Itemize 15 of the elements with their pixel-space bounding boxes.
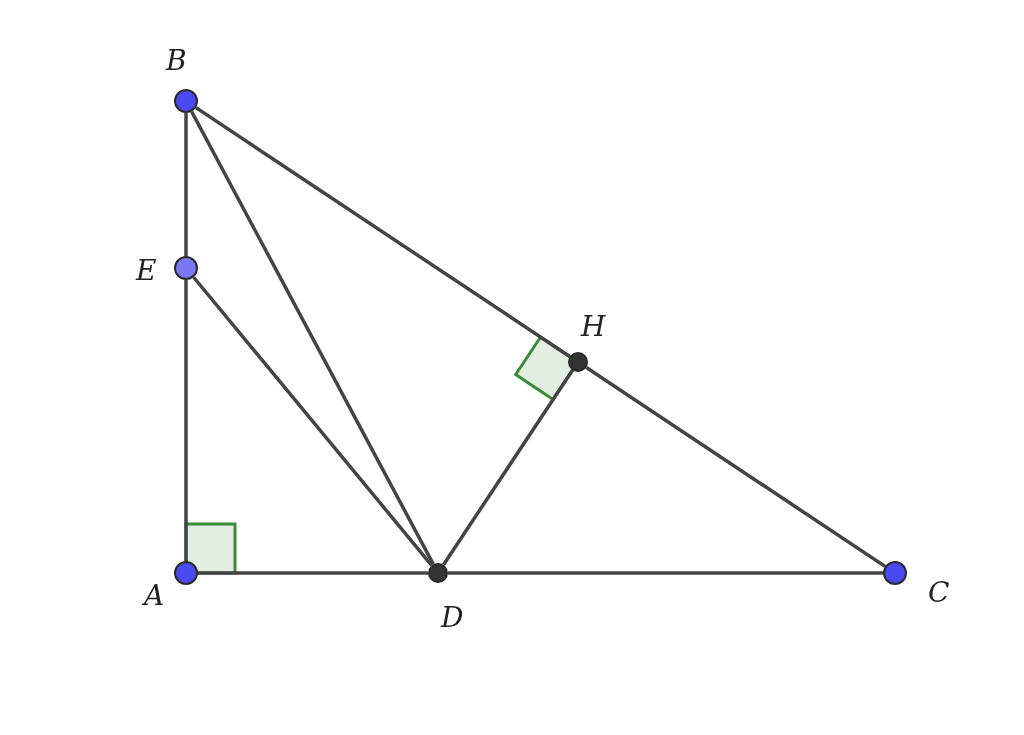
line-segment	[198, 571, 428, 575]
line-segment	[184, 113, 188, 256]
line-segment	[442, 369, 574, 566]
point-label: E	[136, 256, 157, 286]
point-label: B	[166, 46, 187, 76]
line-segment	[448, 571, 883, 575]
point-label: C	[928, 578, 950, 608]
point-label: D	[441, 603, 464, 633]
line-segment	[184, 280, 188, 561]
line-segment	[195, 106, 571, 358]
line-segment	[192, 276, 433, 567]
point-label: A	[144, 581, 165, 611]
line-segment	[585, 366, 886, 568]
point-label: H	[581, 312, 606, 342]
line-segment	[190, 110, 435, 565]
